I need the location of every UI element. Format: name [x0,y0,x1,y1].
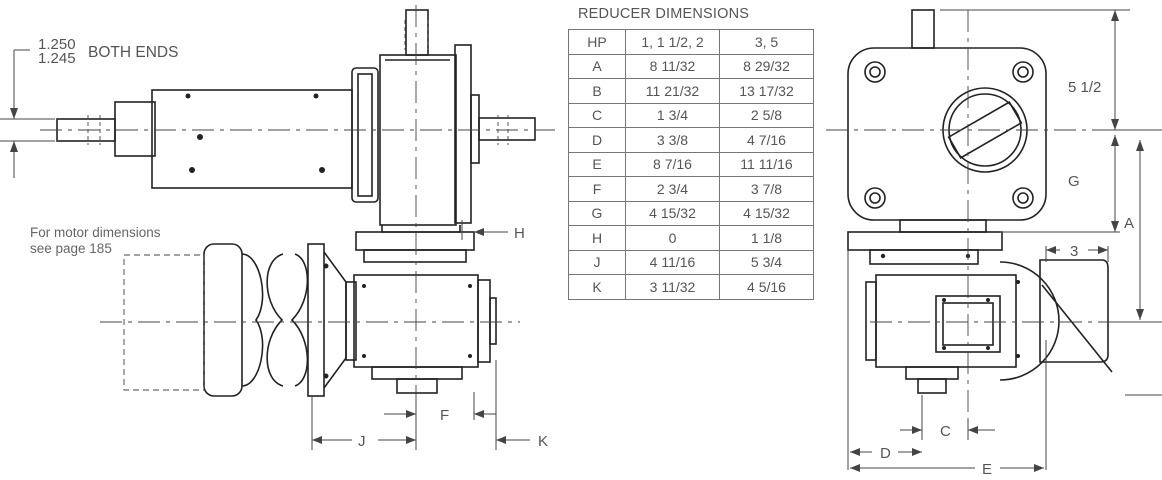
dim-a-label: A [1124,215,1134,232]
table-cell: 3 7/8 [719,176,814,202]
table-cell: 4 15/32 [625,200,720,226]
table-cell: 4 11/16 [625,249,720,275]
dim-e-label: E [982,461,992,478]
dim-g-label: G [1068,173,1080,190]
both-ends-label: BOTH ENDS [88,44,178,61]
table-cell: 3 3/8 [625,127,720,153]
dim-five-half-label: 5 1/2 [1068,79,1101,96]
table-cell: 2 5/8 [719,102,814,128]
table-cell: 4 5/16 [719,274,814,300]
table-cell: E [568,151,626,177]
table-cell: H [568,225,626,251]
table-cell: 1 3/4 [625,102,720,128]
front-reducer-box [875,274,1017,368]
table-header-cell: HP [568,29,626,55]
table-cell: 8 7/16 [625,151,720,177]
table-cell: B [568,78,626,104]
table-cell: 4 7/16 [719,127,814,153]
dim-f-label: F [440,407,449,424]
table-cell: F [568,176,626,202]
mounting-plate [454,44,472,224]
main-housing [151,89,353,189]
lower-flange [355,231,475,251]
table-cell: C [568,102,626,128]
dim-c-label: C [940,423,951,440]
table-cell: D [568,127,626,153]
shaft-diameter-bottom: 1.245 [38,50,76,67]
left-bearing-stub [114,101,156,157]
flange-ring-outer [351,67,379,203]
front-flange [847,231,1003,251]
motor-note: For motor dimensions see page 185 [30,225,161,257]
table-cell: 11 11/16 [719,151,814,177]
dim-j-label: J [358,433,366,450]
table-cell: 0 [625,225,720,251]
shaft-diameter-top: 1.250 [38,36,76,53]
table-cell: 4 15/32 [719,200,814,226]
front-motor-housing [1039,259,1109,363]
dim-d-label: D [880,445,891,462]
right-shaft [478,117,536,141]
table-cell: 8 11/32 [625,53,720,79]
front-top-shaft [911,9,935,49]
table-cell: 13 17/32 [719,78,814,104]
motor-note-line1: For motor dimensions [30,225,161,240]
gearbox-block [379,54,457,226]
table-cell: J [568,249,626,275]
table-title: REDUCER DIMENSIONS [578,6,750,22]
table-cell: 2 3/4 [625,176,720,202]
table-cell: 3 11/32 [625,274,720,300]
table-cell: G [568,200,626,226]
dim-h-label: H [514,225,525,242]
table-cell: 8 29/32 [719,53,814,79]
dim-k-label: K [538,433,548,450]
top-shaft [405,9,429,56]
table-cell: K [568,274,626,300]
table-cell: 1 1/8 [719,225,814,251]
table-cell: 11 21/32 [625,78,720,104]
motor-note-line2: see page 185 [30,241,112,256]
motor-pulley [203,243,243,397]
table-header-cell: 1, 1 1/2, 2 [625,29,720,55]
table-cell: 5 3/4 [719,249,814,275]
dim-3-label: 3 [1070,243,1078,260]
table-header-cell: 3, 5 [719,29,814,55]
table-cell: A [568,53,626,79]
